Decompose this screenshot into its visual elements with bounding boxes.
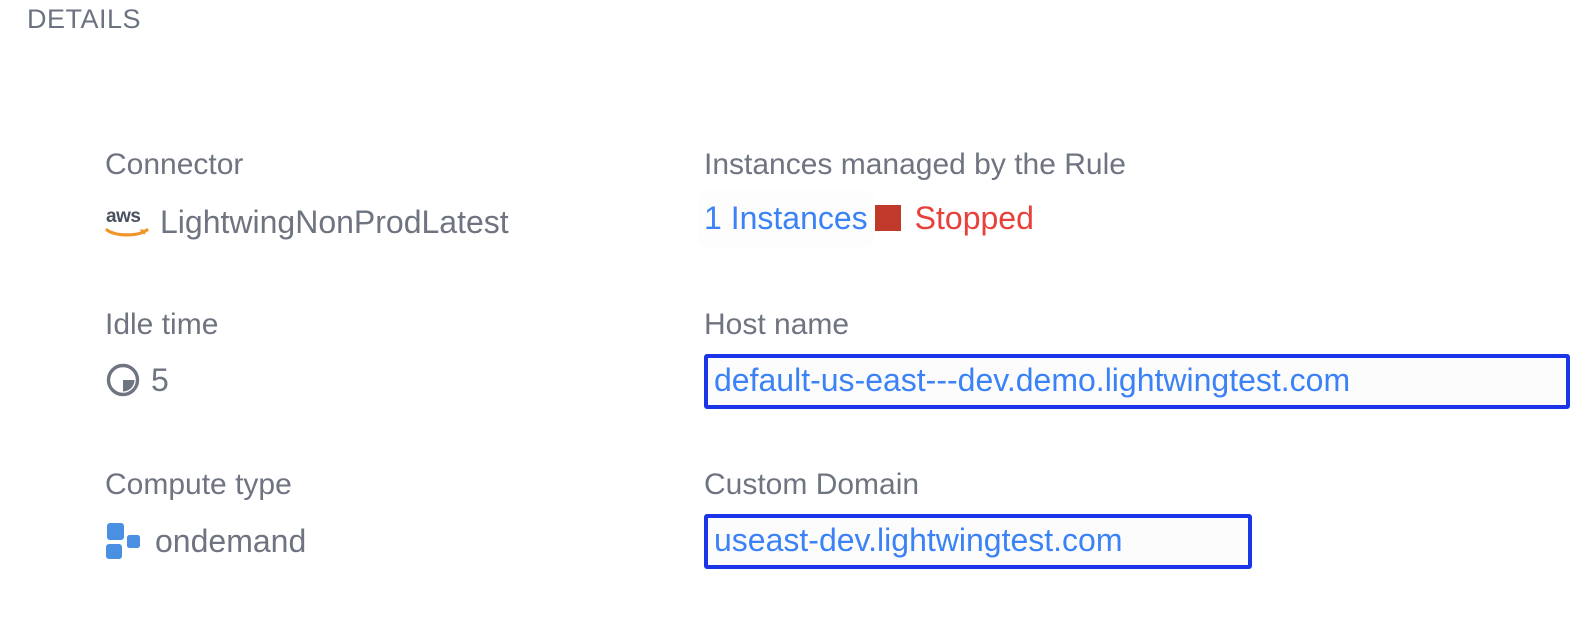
aws-logo-icon: aws (105, 202, 151, 242)
page-title: DETAILS (27, 4, 142, 34)
field-label-instances: Instances managed by the Rule (704, 148, 1126, 181)
compute-type-value: ondemand (155, 523, 307, 559)
field-value-connector: aws LightwingNonProdLatest (105, 202, 509, 242)
field-label-idle-time: Idle time (105, 308, 219, 341)
details-row: Compute type ondemand Custom Domain usea… (0, 470, 1596, 630)
field-value-idle-time: 5 (105, 362, 218, 398)
field-custom-domain: Custom Domain useast-dev.lightwingtest.c… (704, 470, 1252, 569)
field-instances: Instances managed by the Rule 1 Instance… (700, 148, 1126, 246)
field-idle-time: Idle time 5 (105, 310, 218, 398)
instances-count-link[interactable]: 1 Instances (704, 200, 868, 236)
field-label-compute-type: Compute type (105, 468, 292, 501)
stopped-square-icon (874, 205, 901, 231)
field-value-instances: 1 Instances Stopped (700, 192, 1126, 246)
details-row: Idle time 5 Host name default-us-east---… (0, 310, 1596, 470)
idle-time-value: 5 (151, 362, 169, 398)
details-grid: Connector aws LightwingNonProdLatest Ins… (0, 150, 1596, 630)
svg-text:aws: aws (106, 206, 140, 227)
compute-squares-icon (105, 522, 145, 560)
connector-name: LightwingNonProdLatest (160, 204, 509, 240)
field-compute-type: Compute type ondemand (105, 470, 306, 560)
field-label-host-name: Host name (704, 308, 850, 341)
status-badge: Stopped (874, 200, 1034, 236)
field-label-connector: Connector (105, 148, 244, 181)
instances-link-pill[interactable]: 1 Instances (700, 192, 873, 246)
custom-domain-link[interactable]: useast-dev.lightwingtest.com (714, 522, 1123, 558)
status-label: Stopped (914, 200, 1034, 236)
clock-icon (105, 362, 141, 398)
custom-domain-highlight-box[interactable]: useast-dev.lightwingtest.com (704, 514, 1252, 569)
field-value-compute-type: ondemand (105, 522, 306, 560)
field-label-custom-domain: Custom Domain (704, 468, 920, 501)
host-name-highlight-box[interactable]: default-us-east---dev.demo.lightwingtest… (704, 354, 1570, 409)
field-host-name: Host name default-us-east---dev.demo.lig… (704, 310, 1570, 409)
details-row: Connector aws LightwingNonProdLatest Ins… (0, 150, 1596, 310)
host-name-link[interactable]: default-us-east---dev.demo.lightwingtest… (714, 362, 1351, 398)
field-connector: Connector aws LightwingNonProdLatest (105, 150, 509, 242)
